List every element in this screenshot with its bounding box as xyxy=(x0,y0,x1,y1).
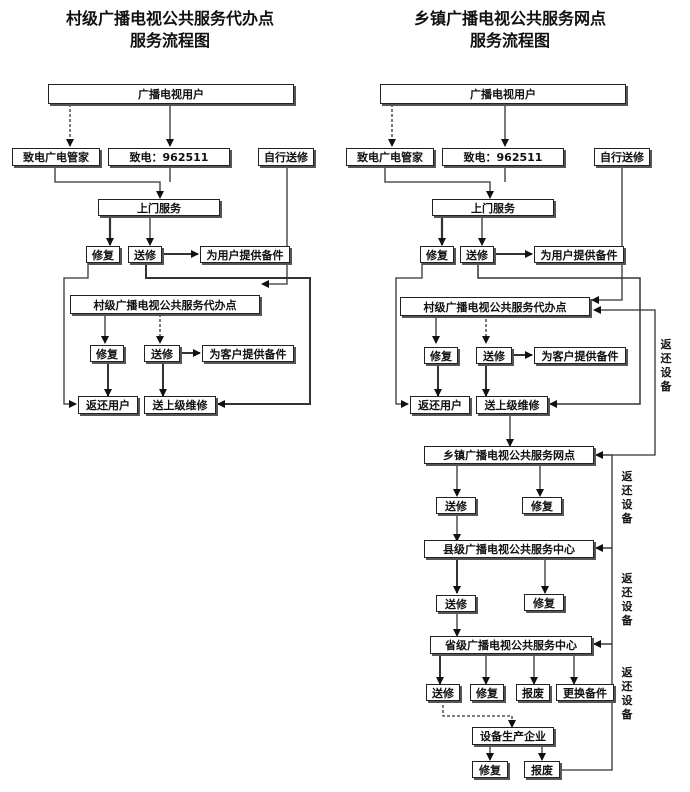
right-send-repair-label: 送修 xyxy=(466,248,488,262)
left-title-line2: 服务流程图 xyxy=(129,31,210,50)
province-replace-label: 更换备件 xyxy=(563,686,607,700)
mfr-repair-box: 修复 xyxy=(472,761,508,778)
left-repair2-box: 修复 xyxy=(90,345,124,362)
mfr-scrap-label: 报废 xyxy=(531,763,553,777)
return-equipment-label-2: 返还设备 xyxy=(621,470,633,525)
town-point-box: 乡镇广播电视公共服务网点 xyxy=(424,446,594,464)
left-provide-parts2-label: 为客户提供备件 xyxy=(209,347,287,361)
province-center-box: 省级广播电视公共服务中心 xyxy=(430,636,592,654)
left-repair-label: 修复 xyxy=(92,248,114,262)
county-center-label: 县级广播电视公共服务中心 xyxy=(443,543,575,556)
left-user-label: 广播电视用户 xyxy=(138,88,204,101)
town-repair-label: 修复 xyxy=(531,499,553,513)
town-point-label: 乡镇广播电视公共服务网点 xyxy=(443,449,575,462)
province-send-label: 送修 xyxy=(432,686,454,700)
left-agent-point-box: 村级广播电视公共服务代办点 xyxy=(70,295,260,314)
left-send-repair-box: 送修 xyxy=(128,246,162,263)
return-equipment-label-1: 返还设备 xyxy=(660,338,672,393)
left-user-box: 广播电视用户 xyxy=(48,84,294,104)
right-send-upper-box: 送上级维修 xyxy=(476,396,548,414)
left-provide-parts-label: 为用户提供备件 xyxy=(206,248,284,262)
right-repair-label: 修复 xyxy=(426,248,448,262)
left-provide-parts2-box: 为客户提供备件 xyxy=(202,345,294,362)
province-scrap-box: 报废 xyxy=(516,684,550,701)
right-repair2-label: 修复 xyxy=(430,349,452,363)
town-send-label: 送修 xyxy=(445,499,467,513)
left-self-delivery-box: 自行送修 xyxy=(258,148,314,166)
left-send-repair2-label: 送修 xyxy=(151,347,173,361)
right-call-manager-box: 致电广电管家 xyxy=(346,148,434,166)
right-self-delivery-box: 自行送修 xyxy=(594,148,650,166)
right-door-service-label: 上门服务 xyxy=(471,201,515,215)
left-call-manager-box: 致电广电管家 xyxy=(12,148,100,166)
left-provide-parts-box: 为用户提供备件 xyxy=(200,246,290,263)
right-provide-parts-box: 为用户提供备件 xyxy=(534,246,624,263)
left-repair2-label: 修复 xyxy=(96,347,118,361)
right-repair2-box: 修复 xyxy=(424,347,458,364)
province-scrap-label: 报废 xyxy=(522,686,544,700)
right-return-user-box: 返还用户 xyxy=(410,396,470,414)
right-self-delivery-label: 自行送修 xyxy=(600,151,644,164)
mfr-repair-label: 修复 xyxy=(479,763,501,777)
return-equipment-label-4: 返还设备 xyxy=(621,666,633,721)
right-send-repair2-box: 送修 xyxy=(476,347,512,364)
province-repair-label: 修复 xyxy=(476,686,498,700)
right-call-manager-label: 致电广电管家 xyxy=(357,151,423,164)
right-user-label: 广播电视用户 xyxy=(470,88,536,101)
province-center-label: 省级广播电视公共服务中心 xyxy=(445,639,577,652)
left-return-user-label: 返还用户 xyxy=(86,399,130,412)
right-repair-box: 修复 xyxy=(420,246,454,263)
province-replace-box: 更换备件 xyxy=(556,684,614,701)
left-return-user-box: 返还用户 xyxy=(78,396,138,414)
town-repair-box: 修复 xyxy=(522,497,562,514)
right-user-box: 广播电视用户 xyxy=(380,84,626,104)
right-send-repair2-label: 送修 xyxy=(483,349,505,363)
right-provide-parts2-box: 为客户提供备件 xyxy=(534,347,626,364)
right-return-user-label: 返还用户 xyxy=(418,399,462,412)
right-call-hotline-box: 致电：962511 xyxy=(442,148,564,166)
return-equipment-label-3: 返还设备 xyxy=(621,572,633,627)
left-title-line1: 村级广播电视公共服务代办点 xyxy=(65,9,274,28)
left-send-repair-label: 送修 xyxy=(134,248,156,262)
right-door-service-box: 上门服务 xyxy=(432,199,554,216)
province-repair-box: 修复 xyxy=(470,684,504,701)
county-center-box: 县级广播电视公共服务中心 xyxy=(424,540,594,558)
right-send-upper-label: 送上级维修 xyxy=(484,399,540,412)
manufacturer-box: 设备生产企业 xyxy=(472,727,554,745)
right-send-repair-box: 送修 xyxy=(460,246,494,263)
county-send-box: 送修 xyxy=(436,595,476,612)
right-title-line2: 服务流程图 xyxy=(469,31,550,50)
right-call-hotline-label: 致电：962511 xyxy=(463,151,543,164)
right-title-line1: 乡镇广播电视公共服务网点 xyxy=(413,9,606,28)
left-call-manager-label: 致电广电管家 xyxy=(23,151,89,164)
right-provide-parts2-label: 为客户提供备件 xyxy=(541,349,619,363)
right-title: 乡镇广播电视公共服务网点 服务流程图 xyxy=(380,8,640,52)
right-agent-point-box: 村级广播电视公共服务代办点 xyxy=(400,297,590,316)
left-agent-point-label: 村级广播电视公共服务代办点 xyxy=(93,298,237,312)
right-agent-point-label: 村级广播电视公共服务代办点 xyxy=(423,300,567,314)
left-send-repair2-box: 送修 xyxy=(144,345,180,362)
right-provide-parts-label: 为用户提供备件 xyxy=(540,248,618,262)
left-call-hotline-box: 致电：962511 xyxy=(108,148,230,166)
left-send-upper-box: 送上级维修 xyxy=(144,396,216,414)
manufacturer-label: 设备生产企业 xyxy=(480,730,546,743)
left-door-service-box: 上门服务 xyxy=(98,199,220,216)
left-send-upper-label: 送上级维修 xyxy=(152,399,208,412)
county-repair-label: 修复 xyxy=(533,596,555,610)
mfr-scrap-box: 报废 xyxy=(524,761,560,778)
left-self-delivery-label: 自行送修 xyxy=(264,151,308,164)
county-send-label: 送修 xyxy=(445,597,467,611)
left-repair-box: 修复 xyxy=(86,246,120,263)
left-title: 村级广播电视公共服务代办点 服务流程图 xyxy=(40,8,300,52)
county-repair-box: 修复 xyxy=(524,594,564,611)
left-call-hotline-label: 致电：962511 xyxy=(129,151,209,164)
left-door-service-label: 上门服务 xyxy=(137,201,181,215)
town-send-box: 送修 xyxy=(436,497,476,514)
province-send-box: 送修 xyxy=(426,684,460,701)
